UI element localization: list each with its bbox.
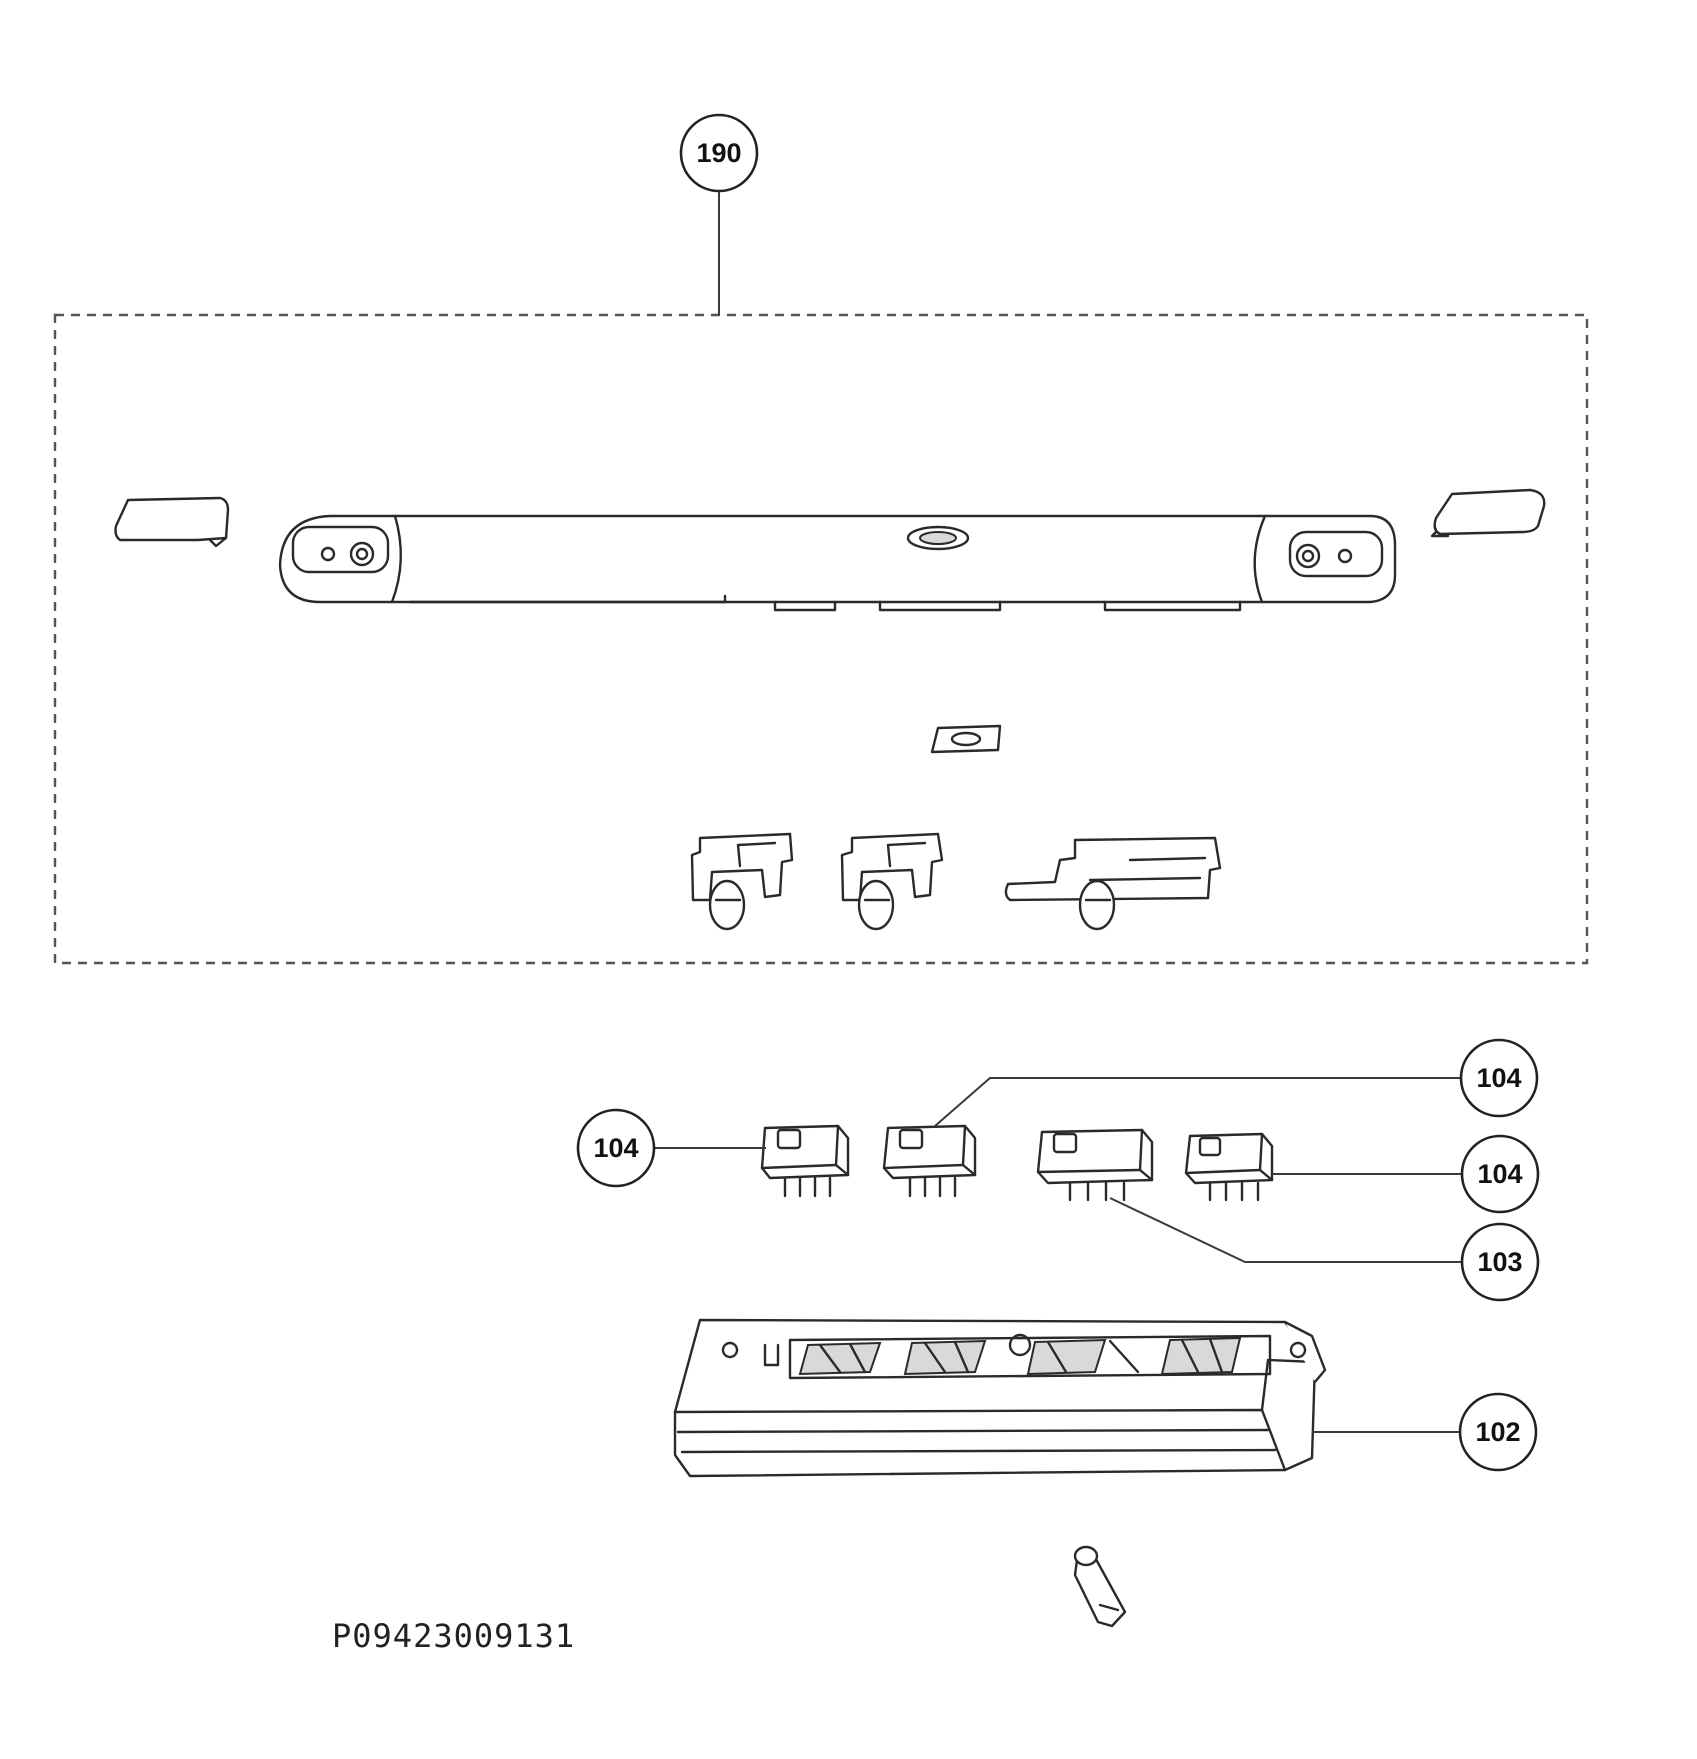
- callout-104-right-label: 104: [1477, 1159, 1522, 1189]
- callout-104-right[interactable]: 104: [1460, 1134, 1540, 1214]
- right-end-cap: [1430, 488, 1546, 538]
- document-code: P09423009131: [332, 1617, 576, 1655]
- callout-102-label: 102: [1475, 1417, 1520, 1447]
- small-gasket: [930, 724, 1002, 754]
- callout-190-label: 190: [696, 138, 741, 168]
- callout-103[interactable]: 103: [1460, 1222, 1540, 1302]
- switch-housing: [673, 1318, 1327, 1478]
- handle-bar: [278, 514, 1397, 612]
- callout-102[interactable]: 102: [1458, 1392, 1538, 1472]
- light-pin: [1073, 1545, 1127, 1628]
- callout-103-label: 103: [1477, 1247, 1522, 1277]
- assembly-group: 190: [53, 113, 1589, 965]
- switch-4: [1184, 1132, 1274, 1202]
- leader-104-second: [934, 1077, 1461, 1127]
- callout-190[interactable]: 190: [679, 113, 759, 193]
- switch-1: [760, 1124, 850, 1198]
- callout-104-left-label: 104: [593, 1133, 638, 1163]
- callout-104-second-label: 104: [1476, 1063, 1521, 1093]
- left-end-cap: [114, 496, 230, 548]
- callout-104-left[interactable]: 104: [576, 1108, 656, 1188]
- assembly-boundary: [53, 313, 1589, 965]
- clip-left: [690, 832, 794, 931]
- clip-middle: [840, 832, 944, 931]
- leader-103: [1109, 1197, 1462, 1263]
- clip-long: [1004, 836, 1222, 931]
- switch-2: [882, 1124, 977, 1198]
- switch-3: [1036, 1128, 1154, 1202]
- callout-104-second[interactable]: 104: [1459, 1038, 1539, 1118]
